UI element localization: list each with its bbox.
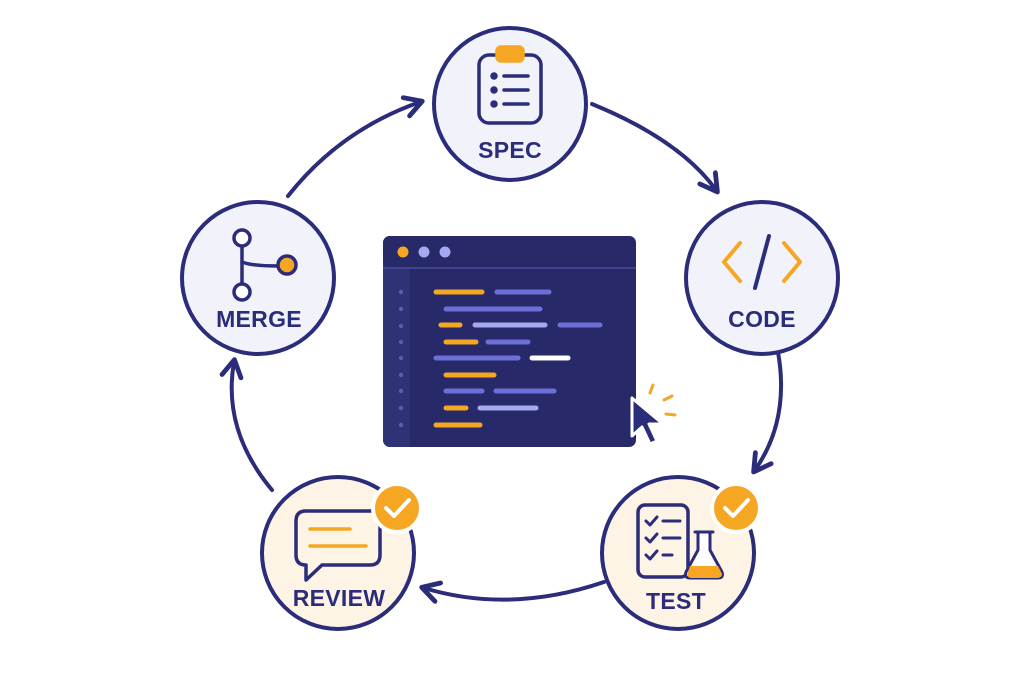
code-lines (433, 289, 603, 428)
cycle-arrows (219, 95, 784, 604)
merge-label: MERGE (216, 306, 302, 332)
code-editor-window (383, 236, 636, 447)
check-badge-icon (371, 482, 423, 534)
code-node[interactable]: CODE (684, 200, 840, 356)
test-node[interactable]: TEST (600, 475, 762, 631)
review-node[interactable]: REVIEW (260, 475, 423, 631)
editor-titlebar (383, 236, 636, 268)
arrow-code-to-test (751, 350, 784, 475)
check-badge-icon (710, 482, 762, 534)
checklist-flask-icon (636, 503, 724, 580)
review-label: REVIEW (293, 585, 386, 611)
arrow-merge-to-spec (286, 95, 425, 198)
line-gutter-dots (398, 289, 404, 428)
window-dot-lavender (418, 246, 430, 258)
code-brackets-icon (722, 234, 802, 290)
arrow-test-to-review (419, 580, 606, 604)
spec-label: SPEC (478, 137, 542, 163)
mouse-pointer-click-icon (630, 383, 677, 446)
test-label: TEST (646, 588, 706, 614)
clipboard-icon (477, 45, 543, 125)
merge-node[interactable]: MERGE (180, 200, 336, 356)
arrow-spec-to-code (590, 102, 720, 195)
code-label: CODE (728, 306, 796, 332)
arrow-review-to-merge (219, 357, 274, 492)
spec-node[interactable]: SPEC (432, 26, 588, 182)
window-dot-lavender (439, 246, 451, 258)
window-dot-orange (397, 246, 409, 258)
git-branch-icon (232, 228, 298, 302)
